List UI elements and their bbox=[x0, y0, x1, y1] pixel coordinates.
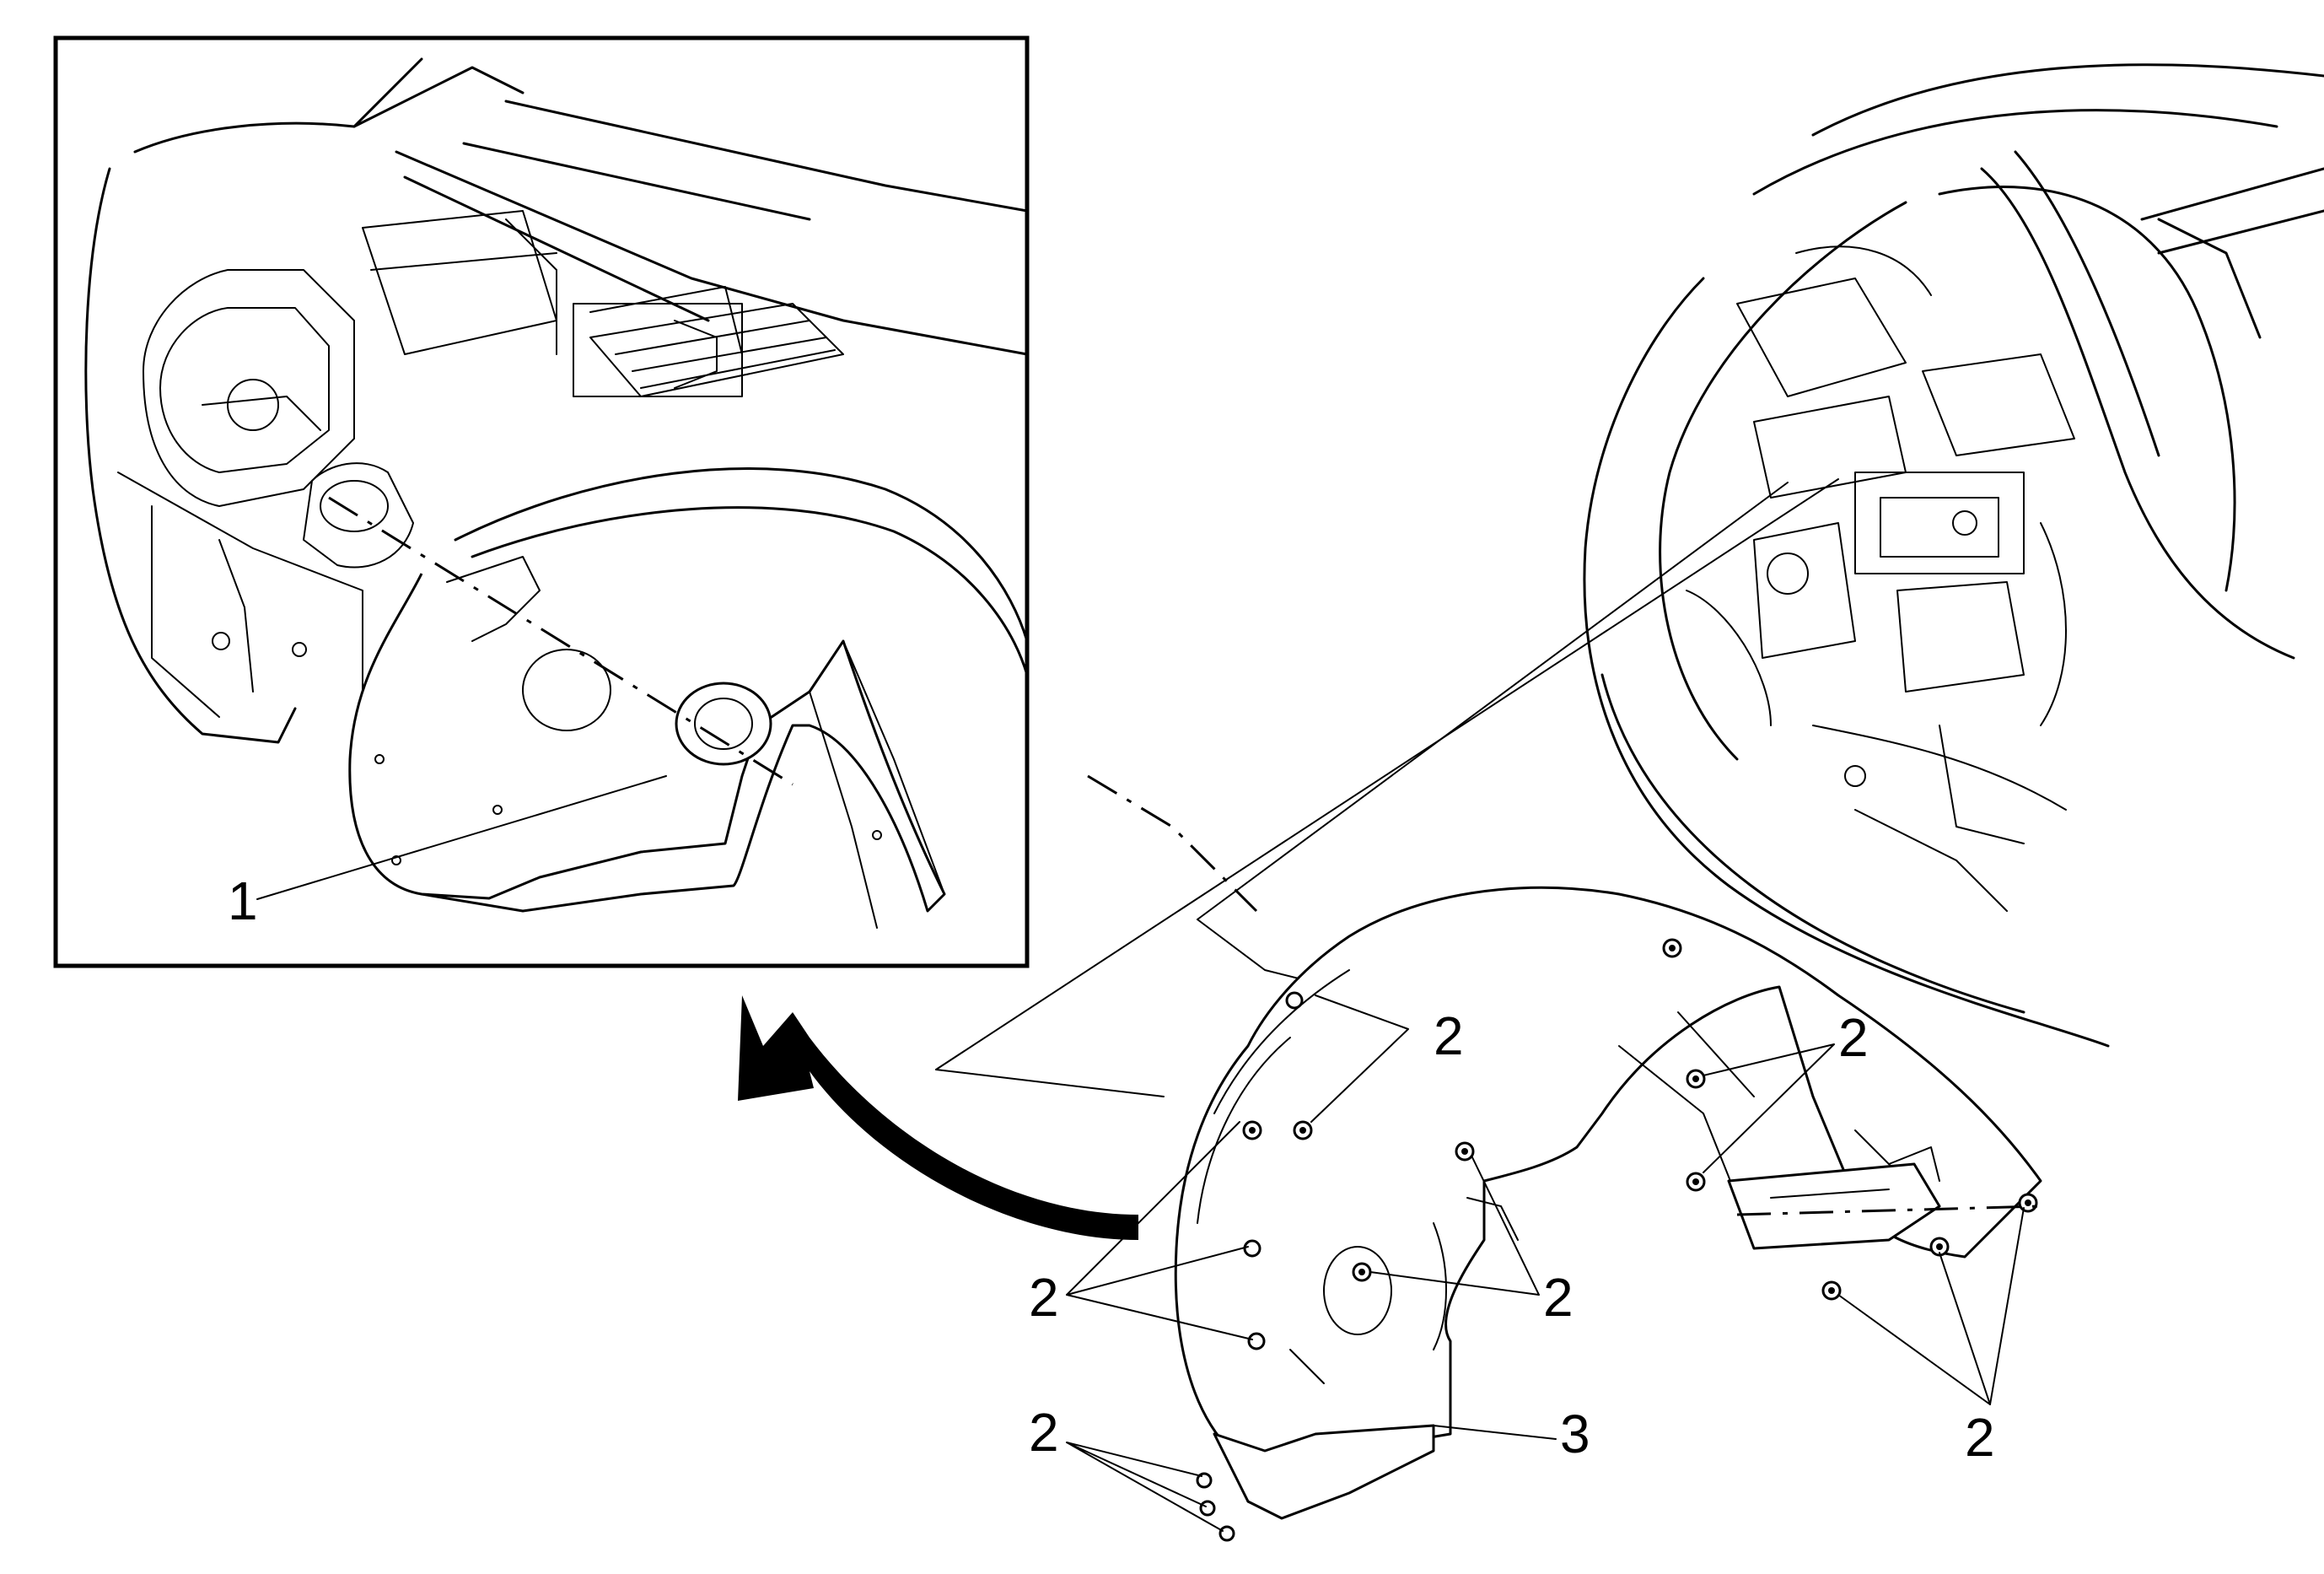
curved-arrow-icon bbox=[738, 995, 1138, 1240]
fastener bbox=[1455, 1141, 1475, 1162]
callout-3: 3 bbox=[1560, 1404, 1590, 1464]
fastener bbox=[1243, 1239, 1262, 1258]
callout-2-center: 2 bbox=[1543, 1267, 1574, 1328]
fastener bbox=[1218, 1525, 1235, 1542]
vehicle-body bbox=[1583, 63, 2324, 1048]
detail-inset bbox=[84, 57, 1029, 929]
fastener bbox=[1686, 1172, 1706, 1192]
fastener bbox=[1199, 1500, 1216, 1517]
leader-lines bbox=[256, 775, 2025, 1532]
callout-2-right-top: 2 bbox=[1838, 1007, 1869, 1068]
callout-1: 1 bbox=[228, 871, 258, 931]
fastener bbox=[1686, 1069, 1706, 1089]
fastener bbox=[1247, 1332, 1266, 1350]
callout-2-left: 2 bbox=[1029, 1267, 1059, 1328]
projection-line bbox=[1197, 919, 1299, 979]
fastener bbox=[1196, 1472, 1213, 1489]
fastener bbox=[1821, 1280, 1842, 1301]
callout-2-bottom-right: 2 bbox=[1965, 1407, 1995, 1468]
callout-2-bottom-left: 2 bbox=[1029, 1402, 1059, 1463]
fender-liner bbox=[1174, 886, 2042, 1520]
fastener bbox=[1662, 938, 1682, 958]
install-line bbox=[1087, 774, 1258, 913]
fastener bbox=[1242, 1120, 1262, 1140]
fastener-group bbox=[1196, 938, 2038, 1542]
fastener bbox=[1352, 1262, 1372, 1282]
install-line bbox=[1736, 1205, 2042, 1216]
fastener bbox=[1285, 991, 1304, 1010]
fastener bbox=[1293, 1120, 1313, 1140]
fastener bbox=[2018, 1193, 2038, 1213]
callout-2-top: 2 bbox=[1434, 1005, 1464, 1066]
grommet bbox=[675, 682, 772, 766]
projection-line bbox=[935, 478, 1839, 1070]
install-line bbox=[328, 496, 793, 786]
projection-line bbox=[935, 1069, 1165, 1097]
detail-inset-frame bbox=[53, 35, 1030, 968]
projection-line bbox=[1197, 482, 1789, 920]
